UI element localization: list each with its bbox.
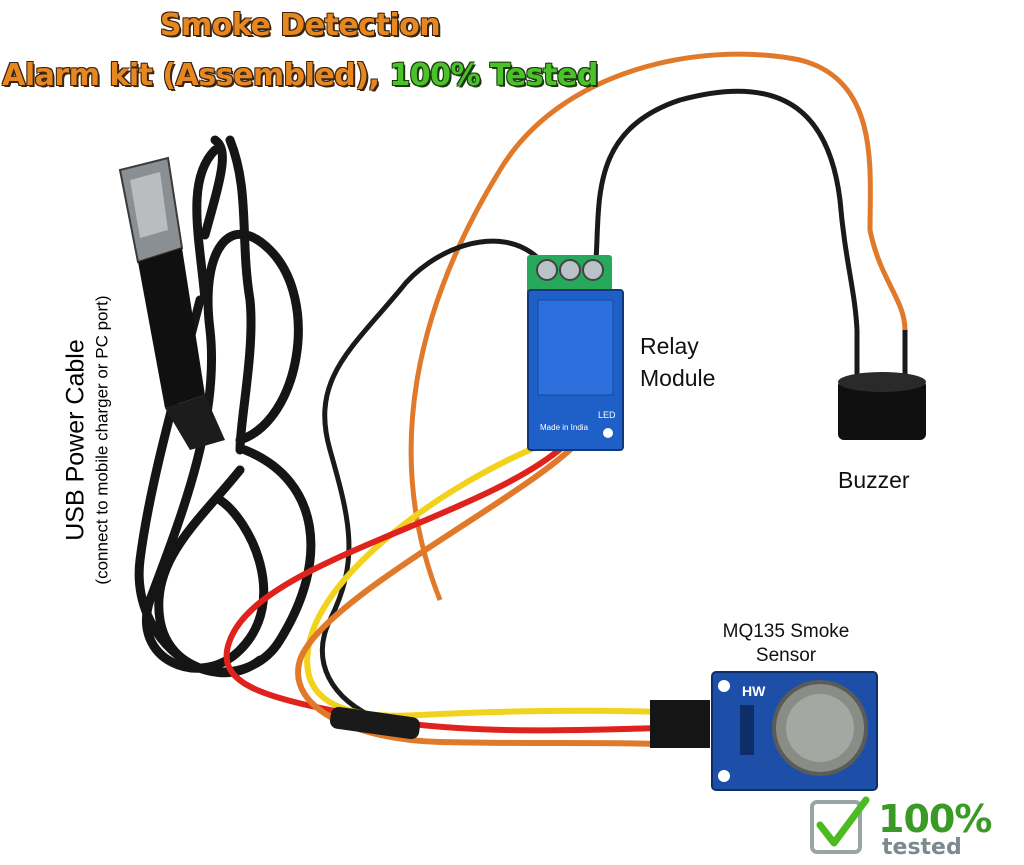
heat-shrink bbox=[329, 706, 421, 740]
usb-cable-title: USB Power Cable bbox=[61, 339, 90, 541]
smoke-sensor-label: MQ135 Smoke Sensor bbox=[722, 621, 850, 666]
wire-black-relay bbox=[319, 238, 542, 723]
wires-relay-sensor bbox=[223, 437, 663, 747]
title-line-2: Alarm kit (Assembled), 100% Tested bbox=[2, 58, 598, 93]
usb-plug bbox=[118, 156, 225, 450]
relay-module-label: Relay Module bbox=[640, 333, 716, 391]
relay-made-in-india: Made in India bbox=[540, 423, 589, 432]
usb-cable-label: USB Power Cable (connect to mobile charg… bbox=[42, 260, 132, 620]
relay-module bbox=[527, 255, 624, 451]
wire-orange-long bbox=[408, 51, 908, 601]
tested-word: tested bbox=[882, 835, 962, 860]
check-icon bbox=[810, 796, 870, 854]
tested-percent: 100% bbox=[878, 797, 992, 841]
smoke-sensor bbox=[650, 671, 878, 791]
title-line-1: Smoke Detection bbox=[159, 8, 441, 43]
sensor-hw-text: HW bbox=[742, 683, 766, 699]
buzzer-label: Buzzer bbox=[838, 467, 910, 493]
usb-cable-subtitle: (connect to mobile charger or PC port) bbox=[92, 295, 112, 585]
tested-badge: 100% tested bbox=[810, 797, 1010, 860]
relay-led-text: LED bbox=[598, 410, 616, 420]
wire-black-buzzer bbox=[593, 88, 860, 331]
buzzer bbox=[838, 330, 926, 440]
